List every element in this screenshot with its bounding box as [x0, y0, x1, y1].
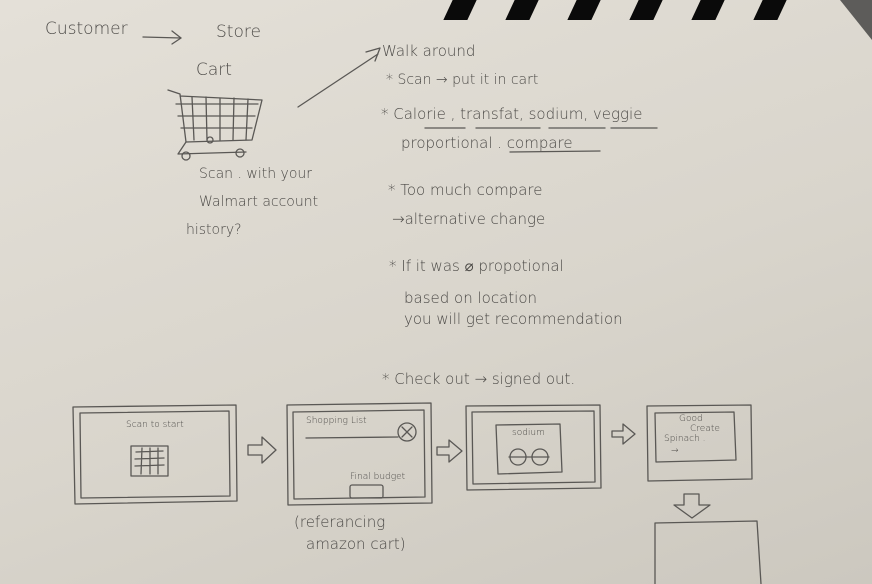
note-proportional: proportional . compare: [401, 134, 573, 152]
screen-sodium: [465, 404, 602, 491]
screen-text-create: Create: [690, 424, 720, 434]
note-scan: * Scan → put it in cart: [386, 72, 539, 88]
connector-arrow: [297, 47, 381, 108]
flow-arrow-customer-store: [142, 30, 182, 45]
underline: [509, 150, 601, 153]
screen-text-sodium: sodium: [512, 428, 545, 438]
amazon-note: (referancing: [294, 513, 386, 531]
cart-note: Scan . with your: [199, 166, 313, 182]
flow-arrow: [436, 439, 463, 463]
screen-text-scan-start: Scan to start: [126, 420, 184, 430]
cart-note: Walmart account: [199, 194, 319, 210]
cart-note: history?: [186, 222, 242, 238]
note-recommendation: you will get recommendation: [404, 310, 623, 328]
screen-good-result: [646, 404, 753, 482]
note-location: based on location: [404, 289, 538, 307]
screen-blank: [654, 520, 762, 584]
screen-text-shopping-list: Shopping List: [306, 416, 367, 426]
screen-text-arrow: →: [671, 446, 679, 456]
add-button-sketch: [397, 422, 417, 442]
note-nutrients: * Calorie , transfat, sodium, veggie: [381, 105, 643, 123]
store-label: Store: [216, 22, 261, 42]
amazon-note: amazon cart): [306, 535, 406, 553]
note-checkout: * Check out → signed out.: [382, 370, 576, 388]
flow-arrow: [611, 423, 636, 445]
screen-shopping-list: [286, 402, 433, 506]
flow-arrow: [247, 436, 277, 464]
screen-text-spinach: Spinach .: [664, 434, 706, 444]
barcode-icon: [130, 445, 169, 477]
screen-text-final-budget: Final budget: [350, 472, 406, 482]
budget-box: [349, 484, 384, 499]
screen-scan-to-start: [72, 404, 238, 505]
note-too-much: * Too much compare: [388, 181, 543, 199]
flow-arrow-down: [673, 493, 711, 519]
note-alternative: →alternative change: [392, 210, 546, 228]
screen-text-good: Good: [679, 414, 703, 424]
cart-label: Cart: [196, 60, 232, 80]
note-walk-around: Walk around: [382, 42, 476, 60]
customer-label: Customer: [45, 19, 128, 39]
shopping-cart-icon: [167, 89, 263, 161]
note-if-proportional: * If it was ⌀ propotional: [389, 257, 564, 275]
